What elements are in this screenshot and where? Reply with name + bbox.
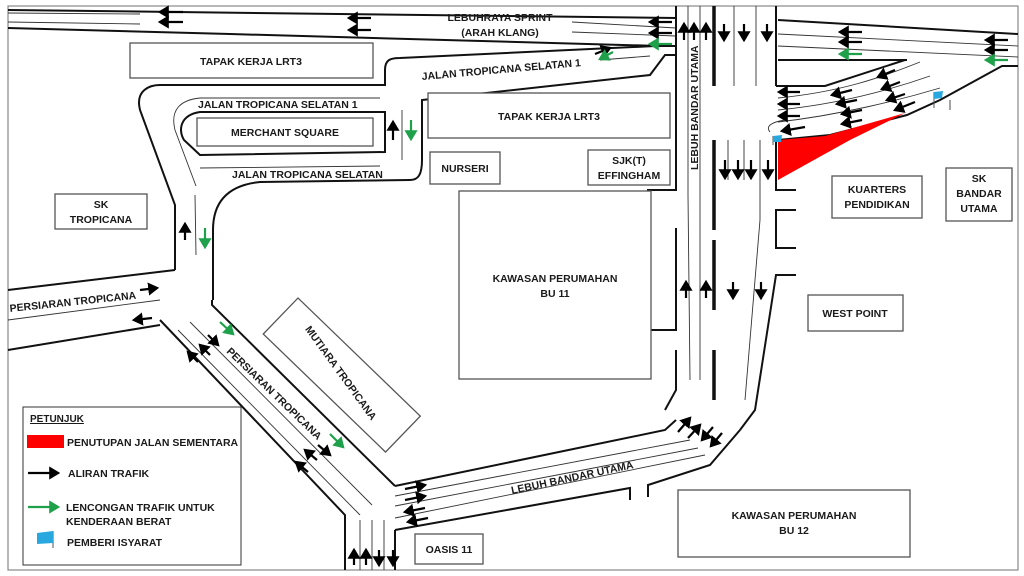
road-sprint-east	[777, 19, 1019, 141]
flagman-icon	[772, 135, 782, 145]
label-arah-klang: (ARAH KLANG)	[461, 27, 539, 39]
building-sk-tropicana	[54, 193, 148, 230]
building-sjkt-effingham	[587, 149, 671, 186]
label-west-point: WEST POINT	[822, 308, 888, 320]
legend: PETUNJUK PENUTUPAN JALAN SEMENTARA ALIRA…	[22, 406, 242, 566]
label-sjkt: SJK(T)	[612, 155, 646, 167]
label-merchant-square: MERCHANT SQUARE	[231, 127, 339, 139]
legend-title: PETUNJUK	[30, 414, 85, 425]
label-pendidikan: PENDIDIKAN	[844, 199, 909, 211]
building-merchant-square	[196, 117, 374, 147]
label-tapak-kerja-lrt3-east: TAPAK KERJA LRT3	[498, 111, 600, 123]
label-sk-bu-2: BANDAR	[956, 188, 1002, 200]
label-jalan-tropicana-selatan-1-loop: JALAN TROPICANA SELATAN 1	[198, 99, 358, 111]
temporary-road-closure	[778, 113, 905, 180]
label-lebuh-bandar-utama-vertical: LEBUH BANDAR UTAMA	[689, 45, 701, 170]
traffic-flow-arrows	[131, 5, 1008, 568]
building-sk-bandar-utama	[945, 167, 1013, 222]
label-kuarters: KUARTERS	[848, 184, 906, 196]
building-kawasan-perumahan-bu11	[458, 190, 652, 380]
building-mutiara-tropicana	[262, 297, 422, 453]
label-lebuhraya-sprint: LEBUHRAYA SPRINT	[447, 12, 553, 24]
legend-detour-label-2: KENDERAAN BERAT	[66, 516, 172, 528]
legend-closure-label: PENUTUPAN JALAN SEMENTARA	[67, 437, 239, 449]
building-tapak-kerja-lrt3-west	[129, 42, 374, 79]
legend-flagman-label: PEMBERI ISYARAT	[67, 537, 163, 549]
building-oasis-11	[414, 533, 484, 565]
legend-detour-label-1: LENCONGAN TRAFIK UNTUK	[66, 502, 215, 514]
label-bu11-line1: KAWASAN PERUMAHAN	[493, 273, 618, 285]
legend-flag-icon	[37, 531, 54, 548]
road-persiaran-tropicana	[7, 269, 396, 570]
label-bu12-line2: BU 12	[779, 525, 809, 537]
road-jalan-tropicana-selatan	[138, 45, 676, 300]
label-oasis-11: OASIS 11	[426, 544, 473, 556]
label-nurseri: NURSERI	[441, 163, 488, 175]
legend-closure-swatch	[27, 435, 64, 448]
label-sk-bu-3: UTAMA	[960, 203, 998, 215]
label-jalan-tropicana-selatan: JALAN TROPICANA SELATAN	[232, 169, 383, 181]
label-sk-bu-1: SK	[972, 173, 987, 185]
legend-traffic-label: ALIRAN TRAFIK	[68, 468, 149, 480]
road-lebuhraya-sprint	[7, 9, 677, 47]
building-kawasan-perumahan-bu12	[677, 489, 911, 558]
flagman-icon	[933, 91, 943, 108]
label-jalan-tropicana-selatan-1-top: JALAN TROPICANA SELATAN 1	[421, 57, 581, 83]
label-bu11-line2: BU 11	[540, 288, 569, 300]
map-frame	[7, 5, 1019, 571]
road-lebuh-bandar-utama-vertical	[647, 6, 796, 431]
building-tapak-kerja-lrt3-east	[427, 92, 671, 139]
label-sk: SK	[94, 199, 109, 211]
label-bu12-line1: KAWASAN PERUMAHAN	[732, 510, 857, 522]
label-tropicana: TROPICANA	[70, 214, 133, 226]
building-kuarters-pendidikan	[831, 175, 923, 219]
heavy-vehicle-detour-arrows	[198, 37, 1008, 449]
building-west-point	[807, 294, 904, 332]
label-effingham: EFFINGHAM	[598, 170, 661, 182]
road-lebuh-bandar-utama-south	[394, 419, 741, 531]
label-tapak-kerja-lrt3-west: TAPAK KERJA LRT3	[200, 56, 302, 68]
building-nurseri	[429, 151, 501, 185]
